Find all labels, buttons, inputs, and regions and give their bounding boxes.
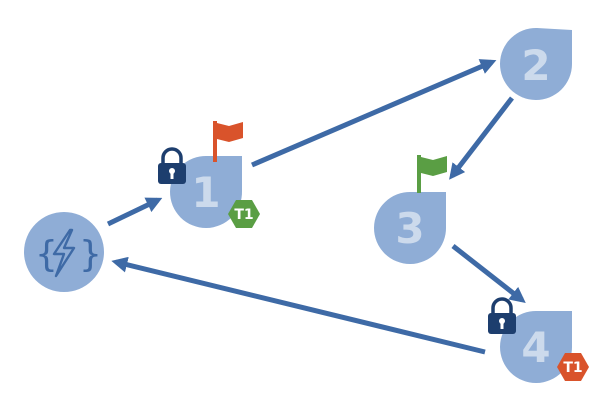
node-2-label: 2: [521, 41, 550, 90]
edge-3-to-4[interactable]: [451, 244, 526, 303]
node-4-shape[interactable]: [500, 310, 573, 383]
node-1-shape[interactable]: [170, 155, 243, 228]
flag-icon: [417, 155, 447, 193]
lightning-icon: [52, 228, 76, 278]
node-2[interactable]: 2: [500, 27, 572, 100]
start-node-left-brace: {: [35, 234, 58, 275]
node-4[interactable]: 4 T1: [488, 297, 589, 383]
start-node[interactable]: { }: [24, 212, 104, 292]
edge-start-to-1[interactable]: [106, 197, 163, 227]
node-1-label: 1: [191, 168, 220, 217]
lock-icon: [488, 297, 516, 334]
node-3-label: 3: [395, 204, 424, 253]
node-3-shape[interactable]: [374, 191, 447, 264]
start-node-right-brace: }: [79, 234, 102, 275]
edges: [106, 59, 526, 355]
node-4-badge-text: T1: [563, 360, 582, 376]
node-1[interactable]: 1 T1: [158, 121, 260, 228]
edge-4-to-start[interactable]: [111, 256, 486, 355]
node-2-shape[interactable]: [500, 27, 572, 100]
node-3[interactable]: 3: [374, 155, 447, 264]
edge-2-to-3[interactable]: [449, 96, 514, 180]
node-4-label: 4: [521, 323, 550, 372]
lock-icon: [158, 147, 186, 184]
edge-1-to-2[interactable]: [251, 59, 497, 168]
node-1-badge-text: T1: [234, 207, 253, 223]
flag-icon: [213, 121, 243, 162]
hexagon-badge-icon: T1: [228, 200, 260, 228]
start-node-circle[interactable]: [24, 212, 104, 292]
hexagon-badge-icon: T1: [557, 353, 589, 381]
